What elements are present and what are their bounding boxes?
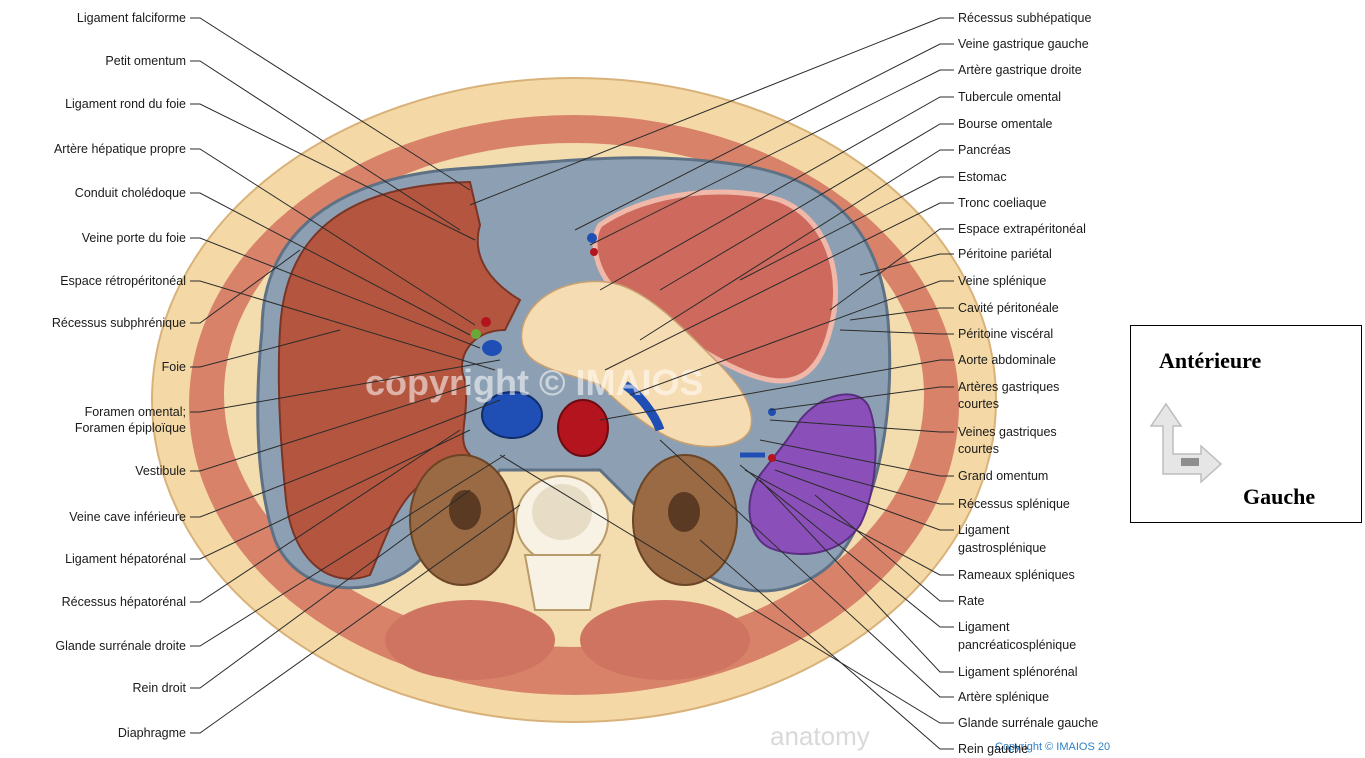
left-label-6: Espace rétropéritonéal [60,274,186,288]
left-label-13: Ligament hépatorénal [65,552,186,566]
right-label-15: courtes [958,397,999,411]
anatomy-logo: anatomy [770,721,870,751]
right-label-0: Récessus subhépatique [958,11,1091,25]
right-label-29: Rein gauche [958,742,1028,756]
right-label-12: Péritoine viscéral [958,327,1053,341]
right-label-8: Espace extrapéritonéal [958,222,1086,236]
right-label-18: Grand omentum [958,469,1048,483]
right-label-26: Ligament splénorénal [958,665,1078,679]
left-label-11: Vestibule [135,464,186,478]
hepatic-artery-shape [481,317,491,327]
orientation-anterior-label: Antérieure [1159,348,1261,374]
left-label-2: Ligament rond du foie [65,97,186,111]
left-label-14: Récessus hépatorénal [62,595,186,609]
right-label-22: Rameaux spléniques [958,568,1075,582]
abdominal-aorta [558,400,608,456]
right-kidney-pelvis [449,490,481,530]
orientation-box: Antérieure Gauche [1130,325,1362,523]
bile-duct-shape [471,329,481,339]
right-label-10: Veine splénique [958,274,1046,288]
right-label-27: Artère splénique [958,690,1049,704]
left-back-muscle [580,600,750,680]
right-label-25: pancréaticosplénique [958,638,1076,652]
left-label-4: Conduit cholédoque [75,186,186,200]
right-label-7: Tronc coeliaque [958,196,1047,210]
vertebral-arch [525,555,600,610]
copyright-watermark: copyright © IMAIOS [365,362,704,403]
left-label-5: Veine porte du foie [82,231,186,245]
right-label-5: Pancréas [958,143,1011,157]
left-label-16: Rein droit [133,681,187,695]
left-label-17: Diaphragme [118,726,186,740]
right-label-14: Artères gastriques [958,380,1059,394]
right-label-24: Ligament [958,620,1010,634]
right-label-23: Rate [958,594,984,608]
left-label-0: Ligament falciforme [77,11,186,25]
right-label-3: Tubercule omental [958,90,1061,104]
right-label-16: Veines gastriques [958,425,1057,439]
left-label-12: Veine cave inférieure [69,510,186,524]
right-label-11: Cavité péritonéale [958,301,1059,315]
right-label-4: Bourse omentale [958,117,1053,131]
right-label-21: gastrosplénique [958,541,1046,555]
gastric-vessel-shape [587,233,597,243]
right-label-20: Ligament [958,523,1010,537]
right-label-1: Veine gastrique gauche [958,37,1089,51]
gastric-artery-shape [590,248,598,256]
right-back-muscle [385,600,555,680]
left-label-15: Glande surrénale droite [55,639,186,653]
right-label-9: Péritoine pariétal [958,247,1052,261]
right-label-17: courtes [958,442,999,456]
portal-vein-shape [482,340,502,356]
left-label-3: Artère hépatique propre [54,142,186,156]
right-label-6: Estomac [958,170,1007,184]
left-label-7: Récessus subphrénique [52,316,186,330]
short-vessel-shape-2 [768,454,776,462]
orientation-left-label: Gauche [1243,484,1315,510]
right-label-28: Glande surrénale gauche [958,716,1098,730]
left-label-10: Foramen épiploïque [75,421,186,435]
right-label-19: Récessus splénique [958,497,1070,511]
orientation-arrow-icon [1141,396,1241,496]
left-kidney-pelvis [668,492,700,532]
left-label-9: Foramen omental; [85,405,186,419]
left-label-8: Foie [162,360,186,374]
right-label-2: Artère gastrique droite [958,63,1082,77]
right-label-13: Aorte abdominale [958,353,1056,367]
left-label-1: Petit omentum [105,54,186,68]
